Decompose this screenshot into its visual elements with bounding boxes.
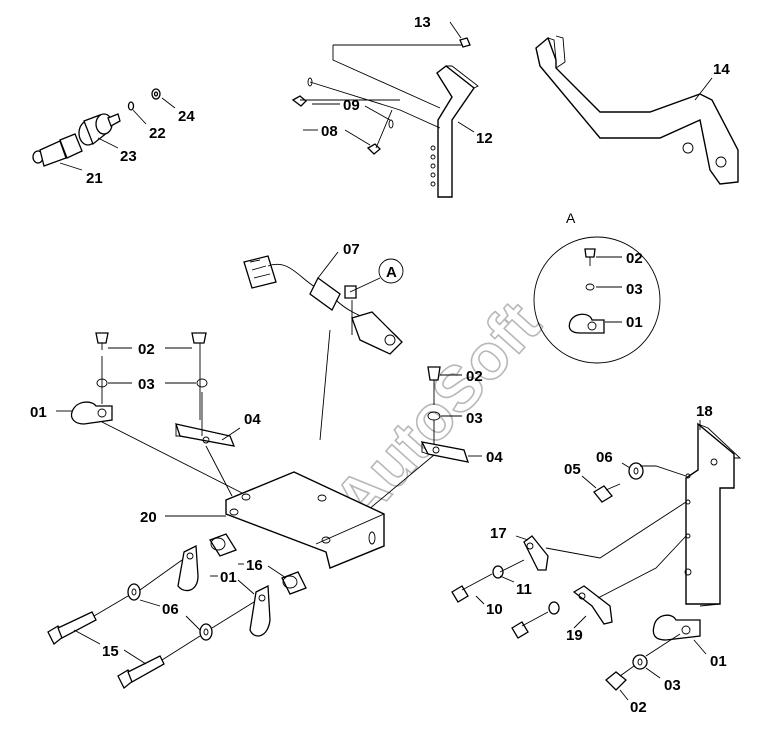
label-right-03: 03 [466, 410, 483, 427]
bracket-18 [684, 422, 742, 605]
label-19: 19 [566, 627, 583, 644]
label-24: 24 [178, 108, 195, 125]
harness-07 [243, 255, 403, 355]
label-05: 05 [564, 461, 581, 478]
label-06: 06 [162, 601, 179, 618]
label-17: 17 [490, 525, 507, 542]
label-02-right: 02 [630, 699, 647, 716]
label-right-04: 04 [486, 449, 503, 466]
label-18: 18 [696, 403, 713, 420]
label-clip-01: 01 [220, 569, 237, 586]
label-10: 10 [486, 601, 503, 618]
detail-view-a-parts [568, 248, 605, 334]
label-21: 21 [86, 170, 103, 187]
detail-label-03: 03 [626, 281, 643, 298]
label-11: 11 [516, 581, 532, 598]
label-left-02: 02 [138, 341, 155, 358]
label-left-03: 03 [138, 376, 155, 393]
label-06-right: 06 [596, 449, 613, 466]
label-16: 16 [246, 557, 263, 574]
label-07: 07 [343, 241, 360, 258]
callout-a-label: A [386, 264, 397, 281]
bracket-14 [535, 35, 739, 185]
label-23: 23 [120, 148, 137, 165]
label-03-right: 03 [664, 677, 681, 694]
label-clip-01-right: 01 [710, 653, 727, 670]
label-left-04: 04 [244, 411, 261, 428]
callout-a-circle [378, 258, 404, 284]
detail-view-a-label: A [566, 210, 576, 226]
label-13: 13 [414, 14, 431, 31]
label-15: 15 [102, 643, 119, 660]
plate-20 [225, 471, 385, 569]
sensor-assembly [32, 88, 161, 167]
label-14: 14 [713, 61, 730, 78]
label-12: 12 [476, 130, 493, 147]
label-right-02: 02 [466, 368, 483, 385]
detail-label-01: 01 [626, 314, 643, 331]
label-left-01: 01 [30, 404, 47, 421]
label-20: 20 [140, 509, 157, 526]
detail-view-a-circle [533, 236, 661, 364]
label-22: 22 [149, 125, 166, 142]
bracket-12 [430, 65, 479, 198]
label-08: 08 [321, 123, 338, 140]
label-09: 09 [343, 97, 360, 114]
detail-label-02: 02 [626, 250, 643, 267]
